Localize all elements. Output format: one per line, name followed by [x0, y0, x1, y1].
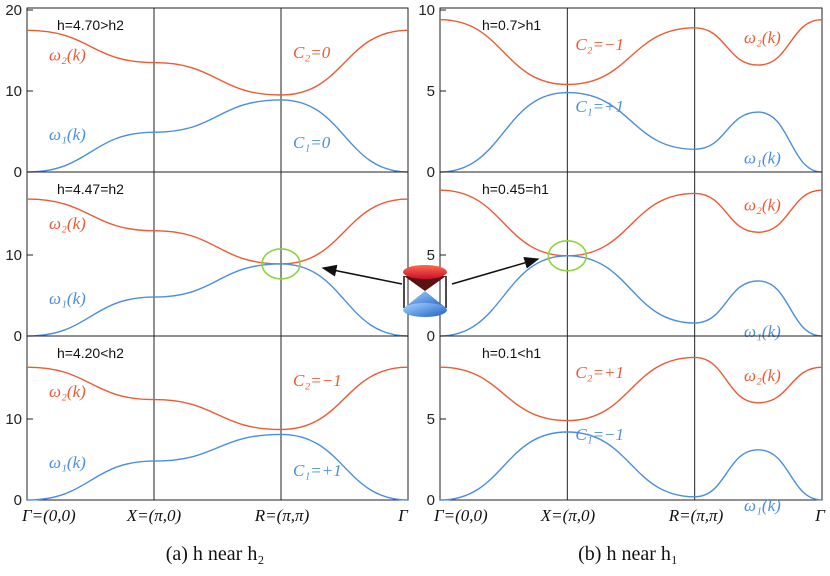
omega2-label: ω₂(k): [744, 195, 781, 214]
omega1-label: ω₁(k): [744, 322, 781, 341]
x-tick-r-a: R=(π,π): [254, 506, 310, 525]
omega1-curve: [26, 263, 409, 337]
y-tick-label: 0: [427, 328, 435, 345]
omega1-curve: [26, 99, 409, 173]
x-tick-x-b: X=(π,0): [540, 506, 596, 525]
panel-b-0: 0 5 10 ω₂(k) ω₁(k) C₂=−1C₁=+1 h=0.7>h1: [418, 2, 823, 181]
omega2-curve: [26, 29, 409, 96]
omega2-label: ω₂(k): [49, 214, 86, 233]
panel-a-0: 0 10 20 ω₂(k) ω₁(k) C₂=0C₁=0 h=4.70>h2: [5, 2, 409, 181]
omega2-label: ω₂(k): [49, 45, 86, 64]
omega2-curve: [26, 198, 409, 265]
y-tick-label: 10: [5, 247, 22, 264]
panel-a-1: 0 10 ω₂(k) ω₁(k) h=4.47=h2: [5, 171, 409, 345]
omega1-curve: [26, 433, 409, 501]
x-tick-gamma-end-b: Γ: [814, 506, 826, 525]
omega1-label: ω₁(k): [49, 453, 86, 472]
chern-c1-label: C₁=0: [293, 133, 331, 152]
panel-b-2: 0 5 ω₂(k) ω₁(k) C₂=+1C₁=−1 h=0.1<h1: [427, 335, 823, 515]
omega1-label: ω₁(k): [744, 496, 781, 515]
panel-frame: [26, 335, 409, 501]
chern-c2-label: C₂=−1: [293, 371, 342, 390]
omega2-label: ω₂(k): [744, 366, 781, 385]
omega2-curve: [439, 19, 823, 86]
y-tick-label: 10: [5, 83, 22, 100]
chern-c1-label: C₁=−1: [575, 425, 624, 444]
y-tick-label: 10: [418, 2, 435, 19]
y-tick-label: 0: [427, 164, 435, 181]
y-tick-label: 5: [427, 247, 435, 264]
x-tick-gamma-end-a: Γ: [397, 506, 409, 525]
dirac-cone-icon: [321, 257, 540, 317]
h-value-label: h=0.45=h1: [482, 181, 549, 197]
omega2-curve: [439, 189, 823, 257]
omega2-label: ω₂(k): [49, 382, 86, 401]
omega1-label: ω₁(k): [49, 125, 86, 144]
h-value-label: h=4.47=h2: [57, 181, 124, 197]
panel-a-2: 0 10 ω₂(k) ω₁(k) C₂=−1C₁=+1 h=4.20<h2: [5, 335, 409, 509]
chern-c1-label: C₁=+1: [293, 461, 342, 480]
x-tick-gamma-b: Γ=(0,0): [433, 506, 488, 525]
degeneracy-ring: [261, 248, 301, 280]
panel-frame: [439, 335, 823, 501]
chern-c1-label: C₁=+1: [575, 97, 624, 116]
h-value-label: h=0.7>h1: [482, 17, 541, 33]
omega1-curve: [439, 431, 823, 501]
h-value-label: h=4.70>h2: [57, 17, 124, 33]
degeneracy-ring: [547, 240, 588, 272]
chern-c2-label: C₂=−1: [575, 35, 624, 54]
h-value-label: h=0.1<h1: [482, 345, 541, 361]
x-axis-tick-labels: Γ=(0,0) X=(π,0) R=(π,π) Γ Γ=(0,0) X=(π,0…: [21, 506, 826, 525]
y-tick-label: 0: [14, 328, 22, 345]
y-tick-label: 0: [14, 164, 22, 181]
h-value-label: h=4.20<h2: [57, 345, 124, 361]
panel-b-1: 0 5 ω₂(k) ω₁(k) h=0.45=h1: [427, 171, 823, 345]
y-tick-label: 20: [5, 2, 22, 19]
omega2-label: ω₂(k): [744, 28, 781, 47]
x-tick-gamma-a: Γ=(0,0): [21, 506, 76, 525]
y-tick-label: 0: [14, 492, 22, 509]
chern-c2-label: C₂=0: [293, 43, 331, 62]
y-tick-label: 0: [427, 492, 435, 509]
omega2-curve: [26, 366, 409, 431]
x-tick-r-b: R=(π,π): [668, 506, 724, 525]
y-tick-label: 5: [427, 411, 435, 428]
omega2-curve: [439, 356, 823, 422]
caption-a: (a) h near h₂: [166, 543, 265, 565]
chern-c2-label: C₂=+1: [575, 363, 624, 382]
y-tick-label: 10: [5, 411, 22, 428]
caption-b: (b) h near h₁: [578, 543, 678, 565]
omega1-curve: [439, 91, 823, 173]
omega1-label: ω₁(k): [744, 148, 781, 167]
omega1-label: ω₁(k): [49, 289, 86, 308]
y-tick-label: 5: [427, 83, 435, 100]
omega1-curve: [439, 255, 823, 337]
x-tick-x-a: X=(π,0): [126, 506, 182, 525]
